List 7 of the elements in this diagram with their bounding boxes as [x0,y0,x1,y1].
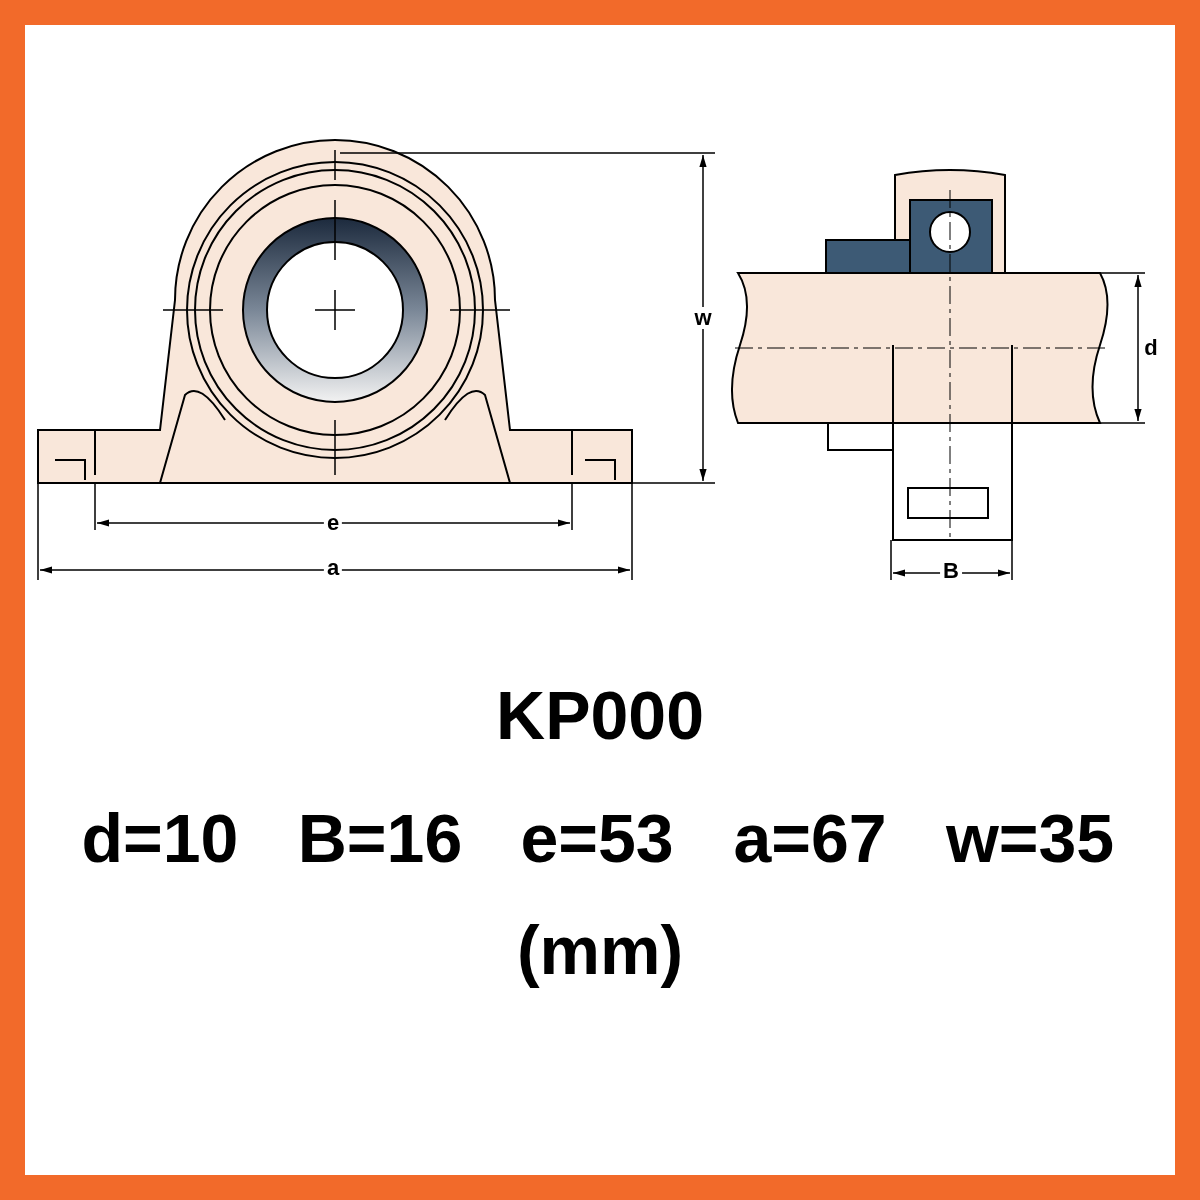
dimension-value: a=67 [733,804,887,872]
dimension-label: w [691,307,715,329]
dimension-value: w=35 [945,804,1115,872]
dimension-value: d=10 [81,804,239,872]
dimension-value: e=53 [520,804,674,872]
dimension-value: B=16 [297,804,463,872]
model-title: KP000 [496,681,704,749]
